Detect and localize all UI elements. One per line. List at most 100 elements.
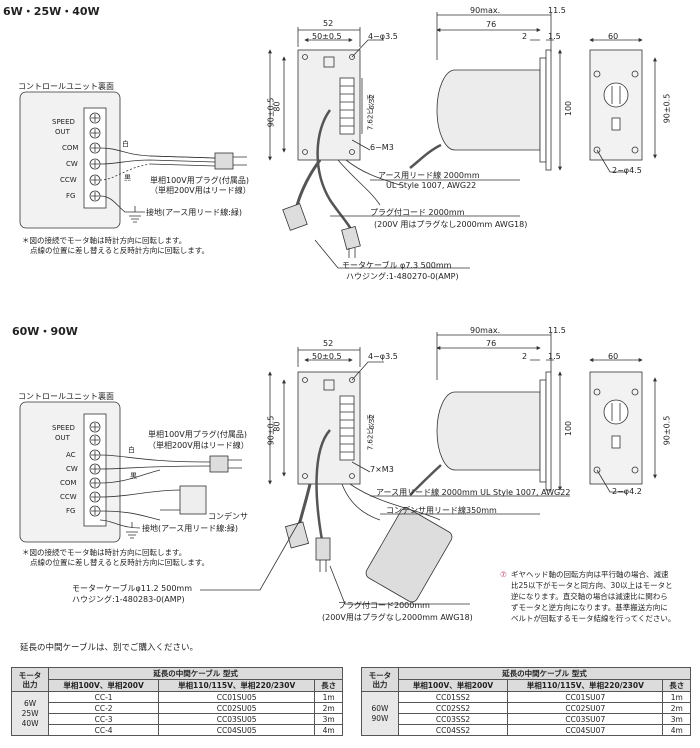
cell: CC-4	[48, 724, 160, 736]
cell: CC03SU05	[158, 713, 316, 725]
cell: CC04SU05	[158, 724, 316, 736]
wire-black-2: 黒	[130, 472, 137, 480]
th-motor-left: モータ 出力	[10, 667, 50, 692]
capacitor-label: コンデンサ	[208, 512, 248, 521]
note-2b: 点線の位置に差し替えると反時計方向に回転します。	[30, 558, 210, 567]
dim-100-2: 100	[564, 420, 574, 437]
note-1a: ＊図の接続でモータ軸は時計方向に回転します。	[22, 236, 187, 245]
dim-76: 76	[486, 20, 497, 29]
cell: 1m	[662, 691, 691, 703]
terminal-speed-2: SPEED	[52, 424, 75, 432]
terminal-cw-2: CW	[66, 465, 78, 473]
table-row: CC-3 CC03SU05 3m	[12, 713, 343, 725]
dim-hole2: 2−φ4.5	[612, 166, 642, 175]
control-unit-2	[19, 401, 242, 543]
th-col1-right: 単相100V、単相200V	[397, 679, 509, 692]
plug-label-2a: 単相100V用プラグ(付属品)	[148, 430, 247, 439]
wire-black-1: 黒	[124, 174, 131, 182]
output-40w: 40W	[21, 718, 39, 728]
dim-52-2: 52	[323, 339, 334, 348]
dim-60-2: 60	[608, 352, 619, 361]
terminal-com-2: COM	[60, 479, 77, 487]
cell: 2m	[314, 702, 343, 714]
gear-note-line-5: ベルトが回転するモータ結線を行ってください。	[511, 614, 676, 623]
terminal-com-1: COM	[62, 144, 79, 152]
table-row: CC02SS2 CC02SU07 2m	[362, 702, 691, 714]
th-col1-left: 単相100V、単相200V	[48, 679, 160, 692]
terminal-cw-1: CW	[66, 160, 78, 168]
cell: CC03SS2	[397, 713, 509, 725]
table-row: CC04SS2 CC04SU07 4m	[362, 724, 691, 736]
th-len-left: 長さ	[314, 679, 343, 692]
outputs-right: 60W 90W	[361, 691, 399, 736]
extension-note: 延長の中間ケーブルは、別でご購入ください。	[20, 643, 198, 653]
th-motor-right: モータ 出力	[361, 667, 399, 692]
motor-end-view-1	[589, 38, 657, 173]
motor-side-view-1	[409, 12, 562, 171]
control-unit-title-2: コントロールユニット裏面	[18, 392, 114, 401]
gear-note-line-2: 比25以下がモータと同方向、30以上はモータと	[511, 581, 673, 590]
terminal-out-2: OUT	[55, 434, 70, 442]
table-row: CC-2 CC02SU05 2m	[12, 702, 343, 714]
terminal-ccw-1: CCW	[60, 176, 77, 184]
note-1b: 点線の位置に差し替えると反時計方向に回転します。	[30, 246, 210, 255]
cell: CC-1	[48, 691, 160, 703]
dim-632: 6.32	[367, 94, 376, 110]
motor-cable-1: モータケーブル φ7.3 500mm	[342, 261, 452, 270]
terminal-fg-1: FG	[66, 192, 76, 200]
motor-side-view-2	[409, 332, 562, 496]
gear-note-line-3: 逆になります。直交軸の場合は減速比に関わら	[511, 592, 668, 601]
section-title-1: 6W・25W・40W	[3, 5, 100, 18]
terminal-ac-2a: AC	[66, 451, 76, 459]
dim-60: 60	[608, 32, 619, 41]
dim-2: 2	[522, 32, 528, 41]
cell: 3m	[314, 713, 343, 725]
th-title-left: 延長の中間ケーブル 型式	[48, 667, 343, 680]
dim-50: 50±0.5	[312, 32, 342, 41]
earth-label-1: 接地(アース用リード線:緑)	[146, 208, 243, 217]
section-title-2: 60W・90W	[12, 325, 78, 338]
dim-632-2: 6.32	[367, 414, 376, 430]
th-col2-right: 単相110/115V、単相220/230V	[507, 679, 664, 692]
dim-90r: 90±0.5	[662, 93, 672, 124]
table-row: 60W 90W CC01SS2 CC01SU07 1m	[361, 691, 691, 736]
dim-hole-2: 4−φ3.5	[368, 352, 398, 361]
control-unit-title-1: コントロールユニット裏面	[18, 82, 114, 91]
cap-lead-2: コンデンサ用リード線350mm	[386, 506, 497, 515]
motor-front-view-2	[268, 347, 453, 603]
output-90w: 90W	[371, 713, 389, 723]
cell: CC04SS2	[397, 724, 509, 736]
terminal-speed-1: SPEED	[52, 118, 75, 126]
dim-15: 1.5	[548, 32, 561, 41]
cell: 2m	[662, 702, 691, 714]
cell: CC02SU07	[507, 702, 664, 714]
cell: 4m	[314, 724, 343, 736]
dim-50-2: 50±0.5	[312, 352, 342, 361]
terminal-fg-2: FG	[66, 507, 76, 515]
table-row: 6W 25W 40W CC-1 CC01SU05 1m	[10, 691, 343, 736]
dim-90r-2: 90±0.5	[662, 415, 672, 446]
cell: CC-3	[48, 713, 160, 725]
gear-note-line-4: ずモータと逆方向になります。基準搬送方向に	[511, 603, 668, 612]
output-25w: 25W	[21, 708, 39, 718]
dim-2-2: 2	[522, 352, 528, 361]
motor-front-view-1	[268, 27, 401, 258]
table-row: CC03SS2 CC03SU07 3m	[362, 713, 691, 725]
terminal-ccw-2: CCW	[60, 493, 77, 501]
motor-cable-2: モーターケーブルφ11.2 500mm	[72, 584, 193, 593]
plug-cord-2: プラグ付コード2000mm	[338, 601, 430, 610]
wire-white-2: 白	[128, 446, 135, 454]
plug-label-1a: 単相100V用プラグ(付属品)	[150, 176, 249, 185]
dim-m3-2: 7×M3	[370, 465, 394, 474]
dim-100: 100	[564, 100, 574, 117]
gear-note-line-1: ギヤヘッド軸の回転方向は平行軸の場合、減速	[511, 570, 669, 579]
cell: 3m	[662, 713, 691, 725]
dim-15-2: 1.5	[548, 352, 561, 361]
dim-90max: 90max.	[470, 6, 501, 15]
earth-label-2: 接地(アース用リード線:緑)	[142, 524, 239, 533]
cell: CC01SU05	[158, 691, 316, 703]
dim-115-2: 11.5	[548, 326, 566, 335]
cell: CC-2	[48, 702, 160, 714]
plug-label-1b: （単相200V用はリード線）	[150, 186, 251, 195]
